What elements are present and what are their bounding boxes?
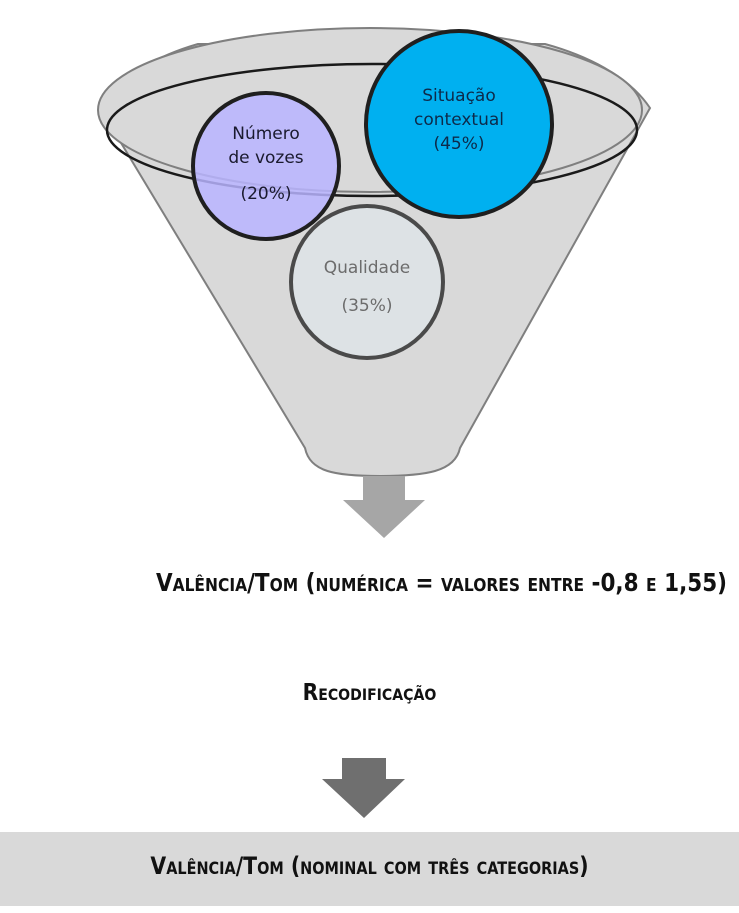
situacao-line2: contextual [414, 110, 504, 130]
arrow-down-icon [343, 476, 425, 538]
valencia-nominal-heading: Valência/Tom (nominal com três categoria… [150, 852, 589, 880]
qualidade-percent: (35%) [341, 296, 393, 316]
numero-line1: Número [232, 124, 300, 144]
situacao-line1: Situação [422, 86, 496, 106]
qualidade-line1: Qualidade [323, 258, 411, 278]
result-box: Valência/Tom (nominal com três categoria… [0, 832, 739, 906]
valencia-numerica-heading: Valência/Tom (numérica = valores entre -… [155, 568, 727, 597]
circle-situacao-contextual [364, 29, 554, 219]
arrow-down-icon [322, 758, 405, 818]
numero-percent: (20%) [240, 184, 292, 204]
recodificacao-heading: Recodificação [302, 680, 437, 706]
numero-de-vozes-label: Número de vozes (20%) [206, 122, 326, 206]
situacao-contextual-label: Situação contextual (45%) [389, 84, 529, 156]
situacao-percent: (45%) [433, 134, 485, 154]
funnel-rim [105, 62, 639, 198]
numero-line2: de vozes [228, 148, 304, 168]
circle-qualidade [289, 204, 445, 360]
circle-numero-de-vozes [191, 91, 341, 241]
qualidade-label: Qualidade (35%) [297, 256, 437, 318]
